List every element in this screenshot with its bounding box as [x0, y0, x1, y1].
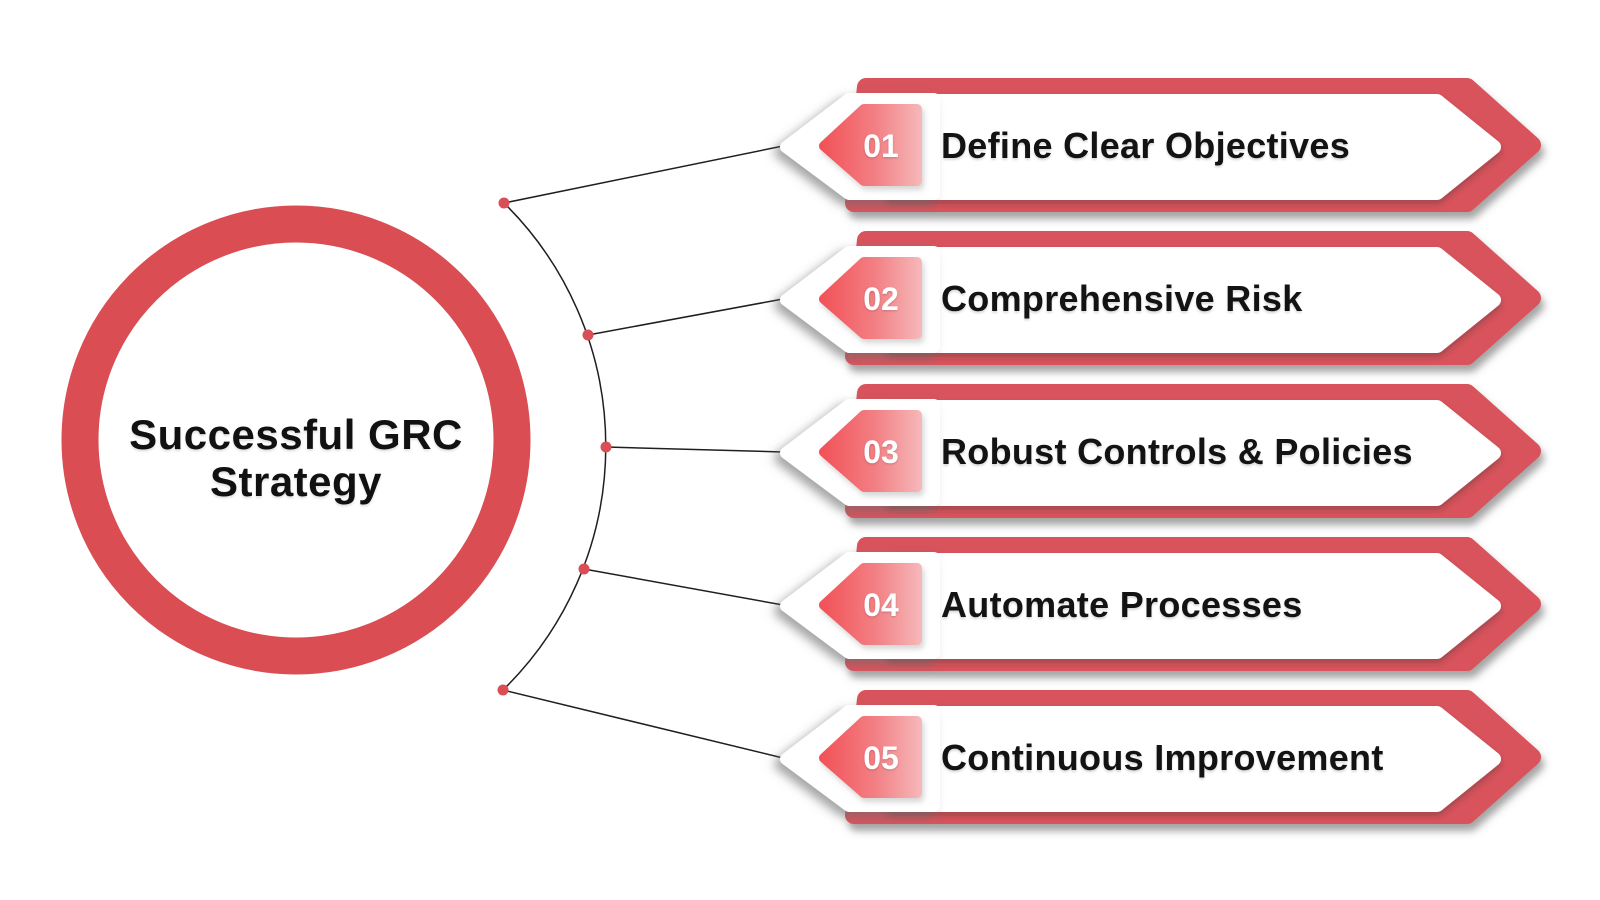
connector-line-4 [583, 568, 784, 606]
list-item-2: 02 Comprehensive Risk [0, 265, 1560, 333]
strategy-circle-ring [61, 205, 531, 675]
item-number: 01 [863, 128, 899, 164]
item-label: Define Clear Objectives [941, 125, 1351, 166]
item-label: Comprehensive Risk [941, 278, 1303, 319]
list-item-3: 03 Robust Controls & Policies [0, 418, 1560, 486]
list-item-5: 05 Continuous Improvement [0, 724, 1560, 792]
central-title-line2: Strategy [209, 458, 383, 505]
connector-line-2 [587, 298, 784, 336]
list-item-1: 01 Define Clear Objectives [0, 112, 1560, 180]
connector-dot-2 [582, 329, 594, 341]
connector-dots [497, 197, 612, 696]
item-label: Robust Controls & Policies [941, 431, 1413, 472]
item-number: 03 [863, 434, 899, 470]
connector-line-3 [605, 446, 784, 453]
list-item-4: 04 Automate Processes [0, 571, 1560, 639]
connector-dot-1 [498, 197, 510, 209]
item-label: Automate Processes [941, 584, 1303, 625]
item-number: 02 [863, 281, 899, 317]
connector-dot-5 [497, 684, 509, 696]
item-number: 04 [863, 587, 899, 623]
connector-dot-4 [578, 563, 590, 575]
item-number: 05 [863, 740, 899, 776]
connector-dot-3 [600, 441, 612, 453]
central-title-line1: Successful GRC [129, 411, 463, 458]
connector-line-5 [502, 689, 784, 759]
connector-lines [502, 145, 784, 759]
connector-line-1 [503, 145, 784, 204]
item-label: Continuous Improvement [941, 737, 1384, 778]
central-title: Successful GRC Strategy [76, 411, 516, 505]
